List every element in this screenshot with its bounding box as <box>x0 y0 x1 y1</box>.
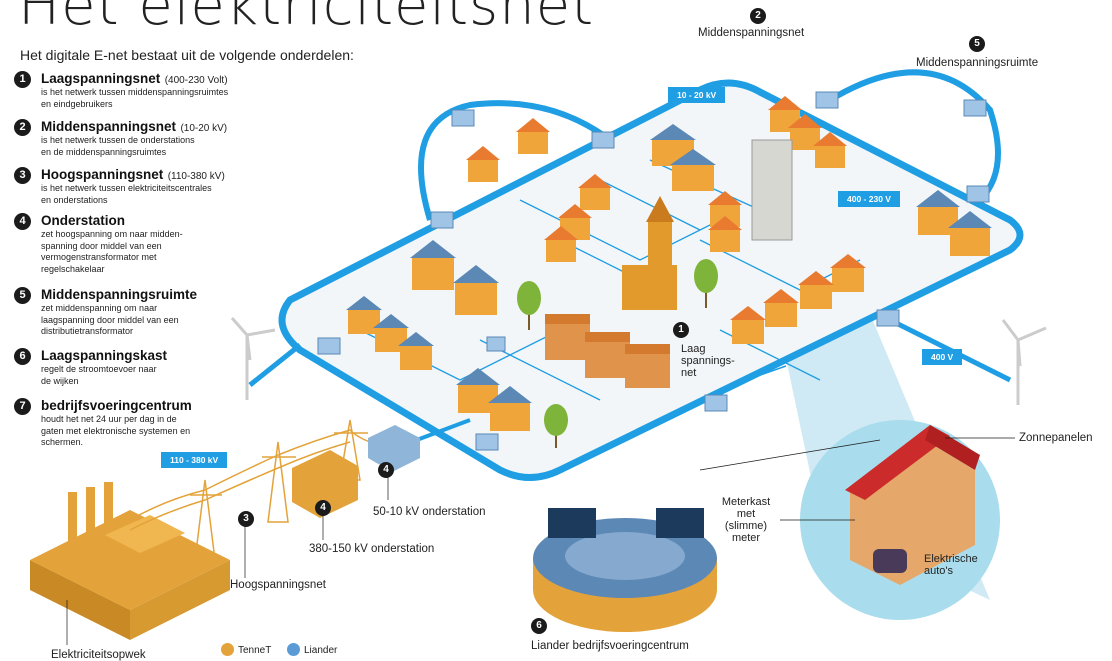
label-middenspanningsnet: Middenspanningsnet <box>698 27 805 39</box>
label-onderstation-380: 380-150 kV onderstation <box>309 543 435 555</box>
item-name: bedrijfsvoeringcentrum <box>41 398 192 413</box>
item-desc-line: houdt het net 24 uur per dag in de <box>41 414 177 424</box>
voltage-tag-400-230v: 400 - 230 V <box>838 191 900 207</box>
item-name: Laagspanningsnet <box>41 71 161 86</box>
label-centrum: Liander bedrijfsvoeringcentrum <box>531 640 689 652</box>
badge-onderstation-50: 4 <box>378 462 394 478</box>
voltage-tag-400v: 400 V <box>922 349 963 365</box>
house-cutaway <box>845 425 980 585</box>
item-number: 5 <box>14 287 31 304</box>
intro-text: Het digitale E-net bestaat uit de volgen… <box>20 47 354 63</box>
badge-middenspanningsruimte: 5 <box>969 36 985 52</box>
voltage-tag-110-380kv: 110 - 380 kV <box>161 452 228 468</box>
wind-turbines <box>230 317 1047 405</box>
lv-arrow <box>745 365 787 381</box>
label-line: met <box>736 508 756 520</box>
control-center <box>533 508 717 632</box>
label-onderstation-50: 50-10 kV onderstation <box>373 506 486 518</box>
label-meterkast: Meterkast met (slimme) meter <box>712 496 780 544</box>
item-number: 3 <box>14 167 31 184</box>
item-desc-line: en de middenspanningsruimtes <box>41 146 167 157</box>
label-hoogspanningsnet: Hoogspanningsnet <box>230 579 326 591</box>
item-desc-line: regelt de stroomtoevoer naar <box>41 364 157 374</box>
item-number: 6 <box>14 348 31 365</box>
legend-swatch-liander <box>287 643 300 656</box>
label-line: Laag <box>681 343 706 355</box>
badge-centrum: 6 <box>531 618 547 634</box>
item-name: Middenspanningsnet <box>41 119 176 134</box>
trees <box>517 259 718 448</box>
apartment-tower <box>751 139 793 241</box>
item-desc-line: en onderstations <box>41 194 108 205</box>
item-name: Onderstation <box>41 213 126 228</box>
item-number: 1 <box>14 71 31 88</box>
item-number: 2 <box>14 119 31 136</box>
item-number: 4 <box>14 213 31 230</box>
substation-50 <box>368 425 420 472</box>
legend-label-tennet: TenneT <box>238 645 272 656</box>
label-middenspanningsruimte: Middenspanningsruimte <box>916 57 1039 69</box>
item-desc-line: schermen. <box>41 437 84 447</box>
transformer-boxes <box>317 91 990 451</box>
label-opwek: Elektriciteitsopwek <box>51 649 146 661</box>
apartment-blocks <box>545 314 670 388</box>
item-desc-line: zet middenspanning om naar <box>41 303 158 313</box>
item-voltage: (10-20 kV) <box>180 123 228 134</box>
item-desc-line: regelschakelaar <box>41 263 105 274</box>
item-desc-line: vermogenstransformator met <box>41 252 157 262</box>
church <box>622 196 677 310</box>
item-desc-line: en eindgebruikers <box>41 98 113 109</box>
label-autos: Elektrische auto's <box>924 553 978 577</box>
label-line: net <box>681 367 697 379</box>
feeder-west <box>248 343 302 387</box>
substation-380 <box>292 450 358 518</box>
label-line: (slimme) <box>724 520 768 532</box>
label-line: Elektrische <box>924 553 978 565</box>
label-line: Meterkast <box>721 496 771 508</box>
item-desc-line: distributietransformator <box>41 326 134 336</box>
label-line: spannings- <box>681 355 735 367</box>
badge-laagspanningsnet: 1 <box>673 322 689 338</box>
item-voltage: (400-230 Volt) <box>164 75 228 86</box>
item-desc-line: laagspanning door middel van een <box>41 314 179 325</box>
label-line: meter <box>731 532 761 544</box>
legend-swatch-tennet <box>221 643 234 656</box>
item-name: Middenspanningsruimte <box>41 287 198 302</box>
item-desc-line: is het netwerk tussen elektriciteitscent… <box>41 183 212 193</box>
page-title: Het elektriciteitsnet <box>18 0 595 38</box>
legend-label-liander: Liander <box>304 645 338 656</box>
badge-onderstation-380: 4 <box>315 500 331 516</box>
item-desc-line: gaten met elektronische systemen en <box>41 425 191 436</box>
zonnepanelen-pointer <box>699 439 881 471</box>
item-desc-line: de wijken <box>41 375 79 386</box>
item-voltage: (110-380 kV) <box>167 171 225 182</box>
label-zonnepanelen: Zonnepanelen <box>1019 432 1093 444</box>
legend-liander: Liander <box>287 643 337 656</box>
label-line: auto's <box>924 565 954 577</box>
badge-hoogspanningsnet: 3 <box>238 511 254 527</box>
label-laagspanningsnet: Laag spannings- net <box>681 343 735 379</box>
item-desc-line: is het netwerk tussen middenspanningsrui… <box>41 87 229 97</box>
item-number: 7 <box>14 398 31 415</box>
voltage-tag-10-20kv: 10 - 20 kV <box>668 87 726 103</box>
loop-west <box>418 100 612 221</box>
item-name: Laagspanningskast <box>41 348 168 363</box>
item-desc-line: spanning door middel van een <box>41 240 162 251</box>
item-name: Hoogspanningsnet <box>41 167 164 182</box>
power-plant <box>30 482 230 640</box>
houses <box>346 96 992 431</box>
legend-tennet: TenneT <box>221 643 271 656</box>
item-desc-line: zet hoogspanning om naar midden- <box>41 229 183 239</box>
badge-middenspanningsnet: 2 <box>750 8 766 24</box>
item-desc-line: is het netwerk tussen de onderstations <box>41 135 195 145</box>
